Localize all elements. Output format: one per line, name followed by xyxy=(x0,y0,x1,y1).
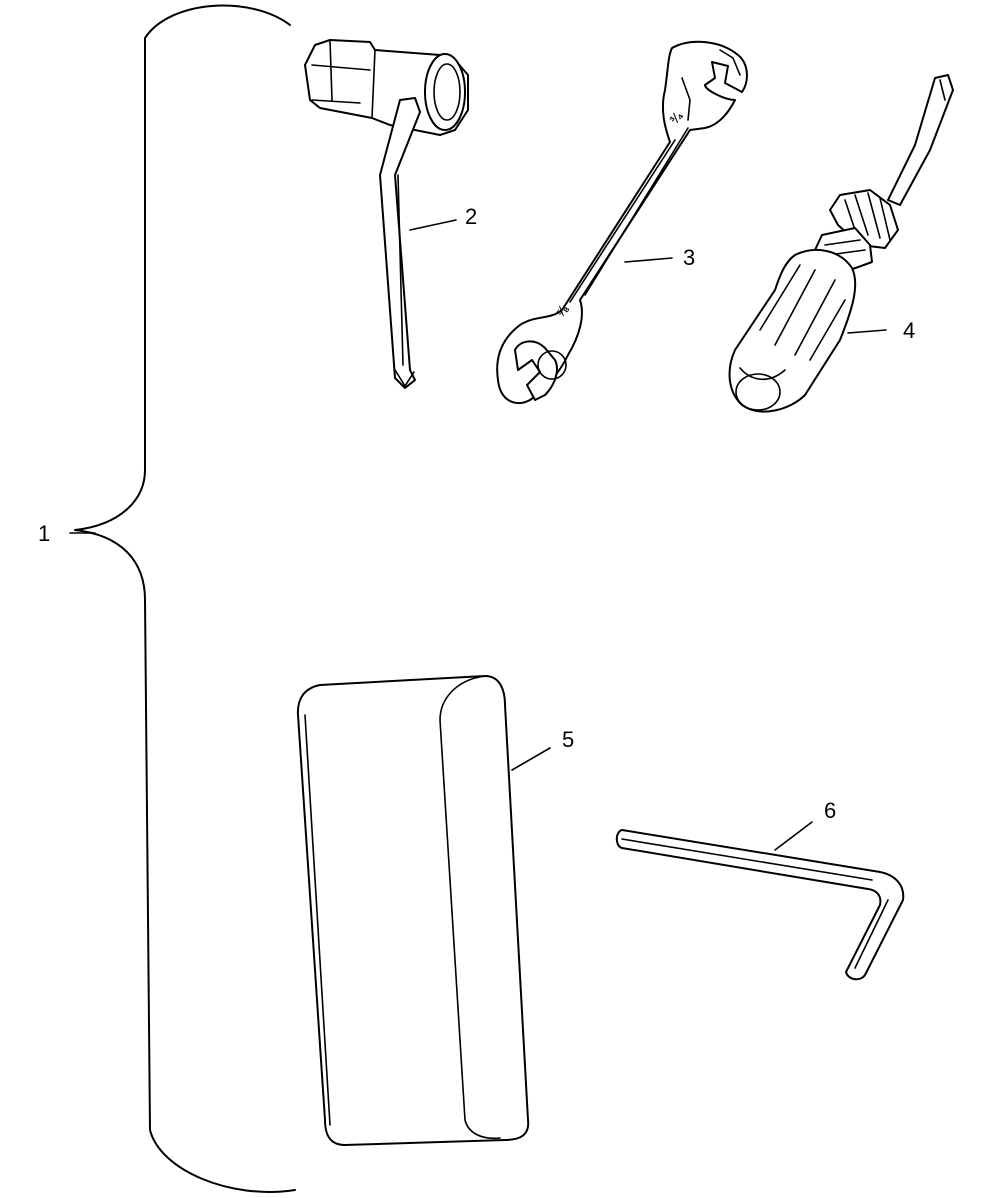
callout-6: 6 xyxy=(824,798,836,823)
leader-lines xyxy=(69,219,887,851)
open-end-wrench: ¾ ⅝ xyxy=(496,40,748,405)
callout-4: 4 xyxy=(903,318,915,343)
callout-1: 1 xyxy=(38,521,50,546)
callout-2: 2 xyxy=(465,204,477,229)
spark-plug-wrench xyxy=(304,39,469,389)
callout-5: 5 xyxy=(562,727,574,752)
screwdriver xyxy=(728,74,954,413)
hex-key xyxy=(615,829,905,981)
tool-pouch xyxy=(296,675,530,1146)
kit-brace xyxy=(74,4,296,1193)
callout-3: 3 xyxy=(683,245,695,270)
